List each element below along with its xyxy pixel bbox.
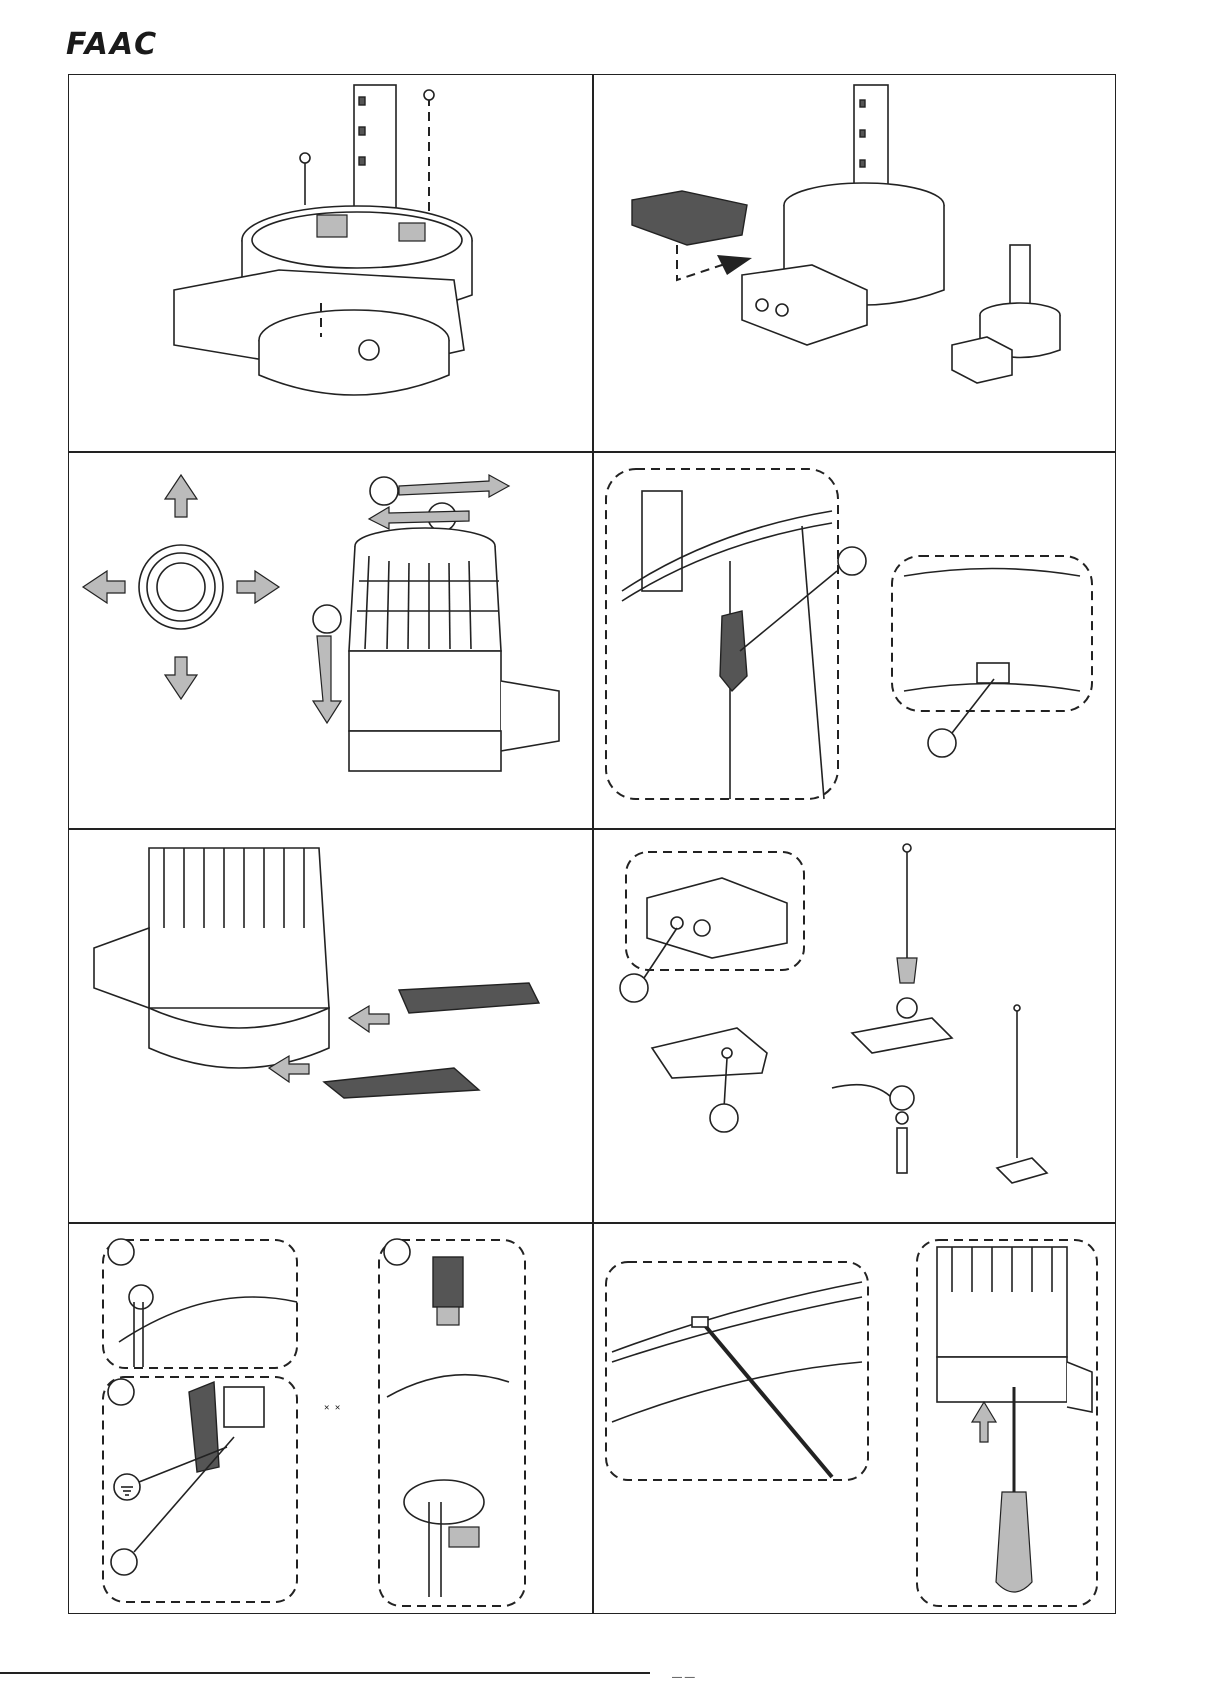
footer-rule [0,1672,650,1674]
panel-board-mounting [69,75,592,451]
panel-screwdriver-release [592,1222,1117,1615]
clip-detail-illustration [592,451,1117,828]
panel-wiring-detail [69,1222,592,1615]
antenna-illustration [592,828,1117,1222]
illustration-grid [68,74,1116,1614]
wiring-code: ✕ ✕ [324,1403,340,1413]
rail-slide-illustration [69,828,592,1222]
side-cover-illustration [592,75,1117,451]
panel-rail-slides [69,828,592,1222]
panel-clip-detail [592,451,1117,828]
panel-cover-insertion [592,75,1117,451]
lamp-rotation-illustration [69,451,592,828]
pcb-mounting-illustration [69,75,592,451]
screwdriver-illustration [592,1222,1117,1615]
faac-logo: FAAC [66,26,184,60]
footer-mark: — — [672,1672,695,1683]
wiring-illustration [69,1222,592,1615]
panel-lamp-orientation [69,451,592,828]
panel-antenna-options [592,828,1117,1222]
faac-logo-text: FAAC [66,27,158,60]
